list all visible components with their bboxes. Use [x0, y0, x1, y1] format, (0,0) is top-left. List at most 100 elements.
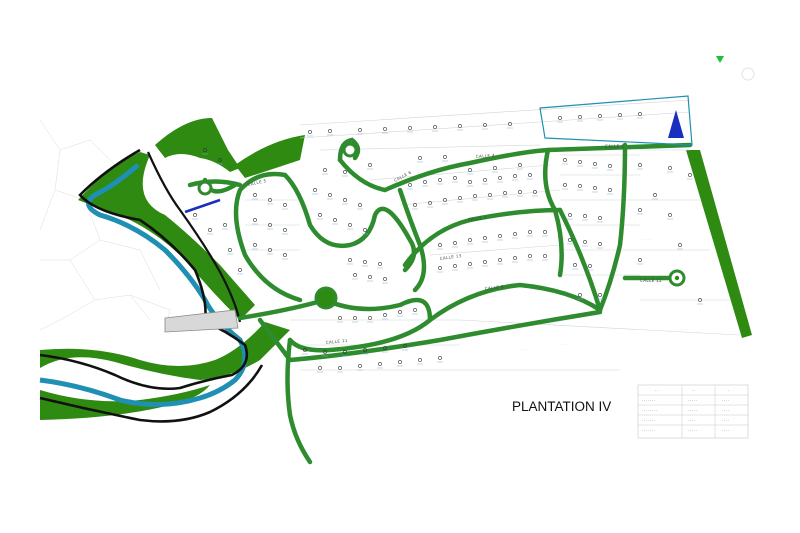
- lot-marker: [468, 238, 472, 242]
- green-areas: [40, 118, 752, 420]
- lot-marker: [578, 293, 582, 297]
- lot-marker: [313, 188, 317, 192]
- area-labels: · · · · · · · · · · · · · · · · · · ·: [520, 237, 689, 351]
- lot-marker: [203, 148, 207, 152]
- blue-zones: [184, 95, 693, 214]
- lot-marker: [483, 178, 487, 182]
- entrance-road: [164, 309, 239, 333]
- lot-marker: [328, 129, 332, 133]
- road-central-vertical: [397, 187, 427, 293]
- lot-marker: [453, 176, 457, 180]
- lot-marker: [223, 223, 227, 227]
- lot-marker: [528, 230, 532, 234]
- lot-marker: [583, 240, 587, 244]
- lot-marker: [593, 186, 597, 190]
- lot-marker: [378, 262, 382, 266]
- lot-marker: [383, 277, 387, 281]
- lot-marker: [283, 203, 287, 207]
- blue-triangle-northeast: [668, 110, 684, 138]
- lot-marker: [433, 125, 437, 129]
- lot-marker: [348, 223, 352, 227]
- label-calle-13: CALLE 13: [439, 253, 462, 261]
- lot-marker: [253, 243, 257, 247]
- road-calle-5: [187, 177, 243, 194]
- lot-marker: [698, 298, 702, 302]
- svg-text:· · · ·: · · · ·: [722, 399, 729, 403]
- lot-marker: [418, 156, 422, 160]
- lot-marker: [578, 115, 582, 119]
- label-calle-4: CALLE 4: [476, 153, 495, 159]
- lot-marker: [653, 193, 657, 197]
- lot-marker: [193, 213, 197, 217]
- area-label: · · · ·: [520, 347, 527, 351]
- green-belt-left: [40, 322, 290, 380]
- lot-marker: [383, 127, 387, 131]
- lot-marker: [253, 218, 257, 222]
- lot-marker: [363, 348, 367, 352]
- area-label: · · · · ·: [642, 237, 651, 241]
- compass-icon: [741, 67, 755, 81]
- lot-marker: [578, 160, 582, 164]
- lot-marker: [593, 162, 597, 166]
- north-arrow: [716, 56, 755, 81]
- lot-marker: [368, 163, 372, 167]
- road-calle-8: [427, 282, 603, 323]
- lot-marker: [518, 190, 522, 194]
- street-labels: CALLE 4 CALLE 3 CALLE 5 CALLE 6 CALLE 7 …: [247, 144, 662, 345]
- lot-marker: [498, 258, 502, 262]
- road-west-link: [257, 317, 293, 363]
- road-west-loop: [233, 171, 417, 303]
- lot-marker: [343, 198, 347, 202]
- lot-marker: [283, 228, 287, 232]
- lot-marker: [558, 116, 562, 120]
- road-south-vertical: [285, 337, 313, 465]
- lot-marker: [383, 313, 387, 317]
- lot-marker: [358, 364, 362, 368]
- lot-marker: [528, 173, 532, 177]
- lot-marker: [568, 238, 572, 242]
- lot-marker: [608, 188, 612, 192]
- lot-marker: [408, 183, 412, 187]
- road-calle-11: [287, 309, 603, 363]
- area-label: · · · · ·: [560, 342, 569, 346]
- lot-marker: [573, 263, 577, 267]
- label-calle-7: CALLE 7: [468, 215, 488, 222]
- lot-marker: [413, 203, 417, 207]
- lot-marker: [368, 275, 372, 279]
- label-calle-8: CALLE 8: [485, 284, 505, 291]
- svg-text:· · · · · · · ·: · · · · · · · ·: [642, 409, 657, 413]
- road-calle-4: [337, 142, 693, 193]
- svg-text:·: ·: [728, 389, 729, 393]
- lot-marker: [353, 273, 357, 277]
- lot-marker: [253, 193, 257, 197]
- lot-marker: [513, 232, 517, 236]
- svg-text:· · · ·: · · · ·: [722, 429, 729, 433]
- label-calle-3: CALLE 3: [605, 144, 624, 149]
- project-boundary: [39, 148, 264, 423]
- lot-marker: [323, 350, 327, 354]
- roundabout-main: [314, 286, 338, 310]
- lot-marker: [513, 256, 517, 260]
- lot-marker: [578, 184, 582, 188]
- green-corridor-west: [78, 152, 255, 320]
- road-calle-6: [542, 147, 564, 278]
- svg-text:· · · · · · ·: · · · · · · ·: [642, 429, 655, 433]
- lot-marker: [638, 163, 642, 167]
- lot-marker: [453, 264, 457, 268]
- lot-marker: [543, 230, 547, 234]
- lot-marker: [423, 180, 427, 184]
- roundabouts: [197, 142, 686, 310]
- lot-marker: [338, 316, 342, 320]
- lot-marker: [318, 366, 322, 370]
- lot-marker: [333, 218, 337, 222]
- lot-marker: [343, 350, 347, 354]
- green-patch-north: [235, 135, 305, 178]
- cul-de-sac-center: [674, 275, 680, 281]
- label-calle-5: CALLE 5: [247, 178, 267, 187]
- lot-marker: [358, 128, 362, 132]
- lot-marker: [518, 163, 522, 167]
- lot-marker: [438, 178, 442, 182]
- lot-marker: [598, 216, 602, 220]
- lot-marker: [228, 248, 232, 252]
- lot-marker: [398, 360, 402, 364]
